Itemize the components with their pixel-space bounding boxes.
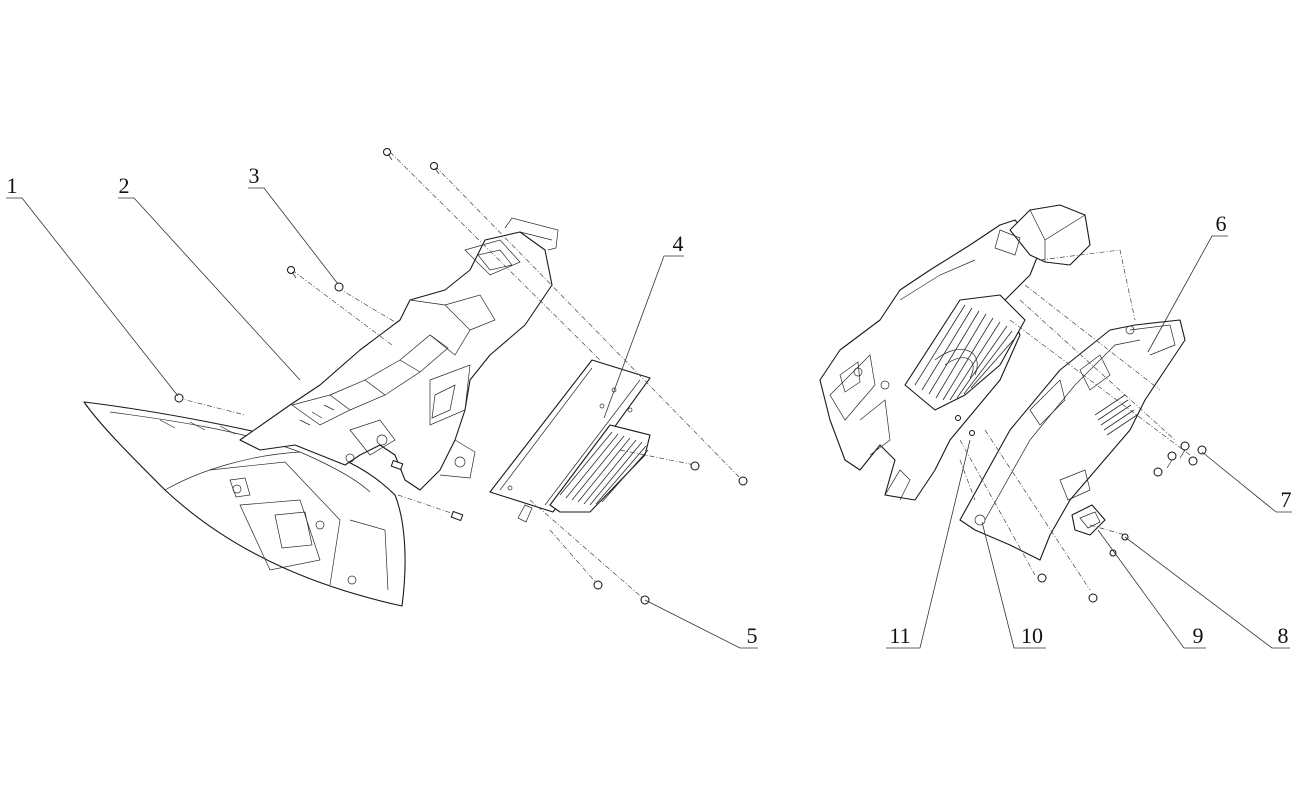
callout-8: 8 <box>1124 536 1290 649</box>
bolt-icon <box>390 459 404 471</box>
nut-icon <box>690 461 700 471</box>
callout-11: 11 <box>886 439 971 649</box>
callout-label: 5 <box>747 623 758 648</box>
callout-10: 10 <box>981 521 1046 649</box>
bolt-icon <box>174 393 184 403</box>
bolt-icon <box>450 510 464 522</box>
callout-label: 1 <box>7 173 18 198</box>
callout-3: 3 <box>248 163 339 285</box>
small-bracket <box>1071 504 1106 536</box>
rivet-icon <box>969 430 975 436</box>
nut-icon <box>738 476 748 486</box>
seat-frame <box>239 217 559 491</box>
bolt-icon <box>1153 467 1163 477</box>
bolt-icon <box>1037 573 1047 583</box>
nut-icon <box>1197 445 1207 455</box>
bolt-icon <box>383 148 393 161</box>
right-assembly-lines <box>959 249 1191 591</box>
bolt-icon <box>1166 451 1177 469</box>
callout-6: 6 <box>1147 211 1228 353</box>
nut-icon <box>593 580 603 590</box>
callout-label: 8 <box>1278 623 1289 648</box>
callout-label: 7 <box>1281 487 1292 512</box>
callout-label: 10 <box>1021 623 1043 648</box>
callout-2: 2 <box>118 173 301 381</box>
callout-label: 4 <box>673 231 684 256</box>
callout-label: 6 <box>1216 211 1227 236</box>
bolt-icon <box>1088 593 1098 603</box>
left-assembly <box>83 148 748 607</box>
bolt-icon <box>287 266 297 279</box>
bolt-icon <box>1188 456 1198 466</box>
rivet-icon <box>955 415 961 421</box>
left-assembly-lines <box>177 151 743 601</box>
callout-7: 7 <box>1201 451 1292 513</box>
callout-4: 4 <box>603 231 684 419</box>
callout-9: 9 <box>1097 529 1206 649</box>
bolt-icon <box>430 162 440 175</box>
left-fasteners <box>174 148 748 605</box>
callout-5: 5 <box>644 599 758 649</box>
nut-icon <box>334 282 344 292</box>
side-cover <box>959 319 1186 561</box>
callout-1: 1 <box>6 173 179 397</box>
callouts: 1 2 3 4 5 6 7 8 <box>6 163 1292 649</box>
right-assembly <box>819 204 1207 603</box>
controller-module <box>489 359 651 523</box>
callout-label: 2 <box>119 173 130 198</box>
bolt-icon <box>1179 441 1190 459</box>
callout-label: 9 <box>1193 623 1204 648</box>
callout-label: 11 <box>889 623 910 648</box>
heat-sink <box>904 294 1026 411</box>
right-fasteners <box>955 415 1207 603</box>
callout-label: 3 <box>249 163 260 188</box>
